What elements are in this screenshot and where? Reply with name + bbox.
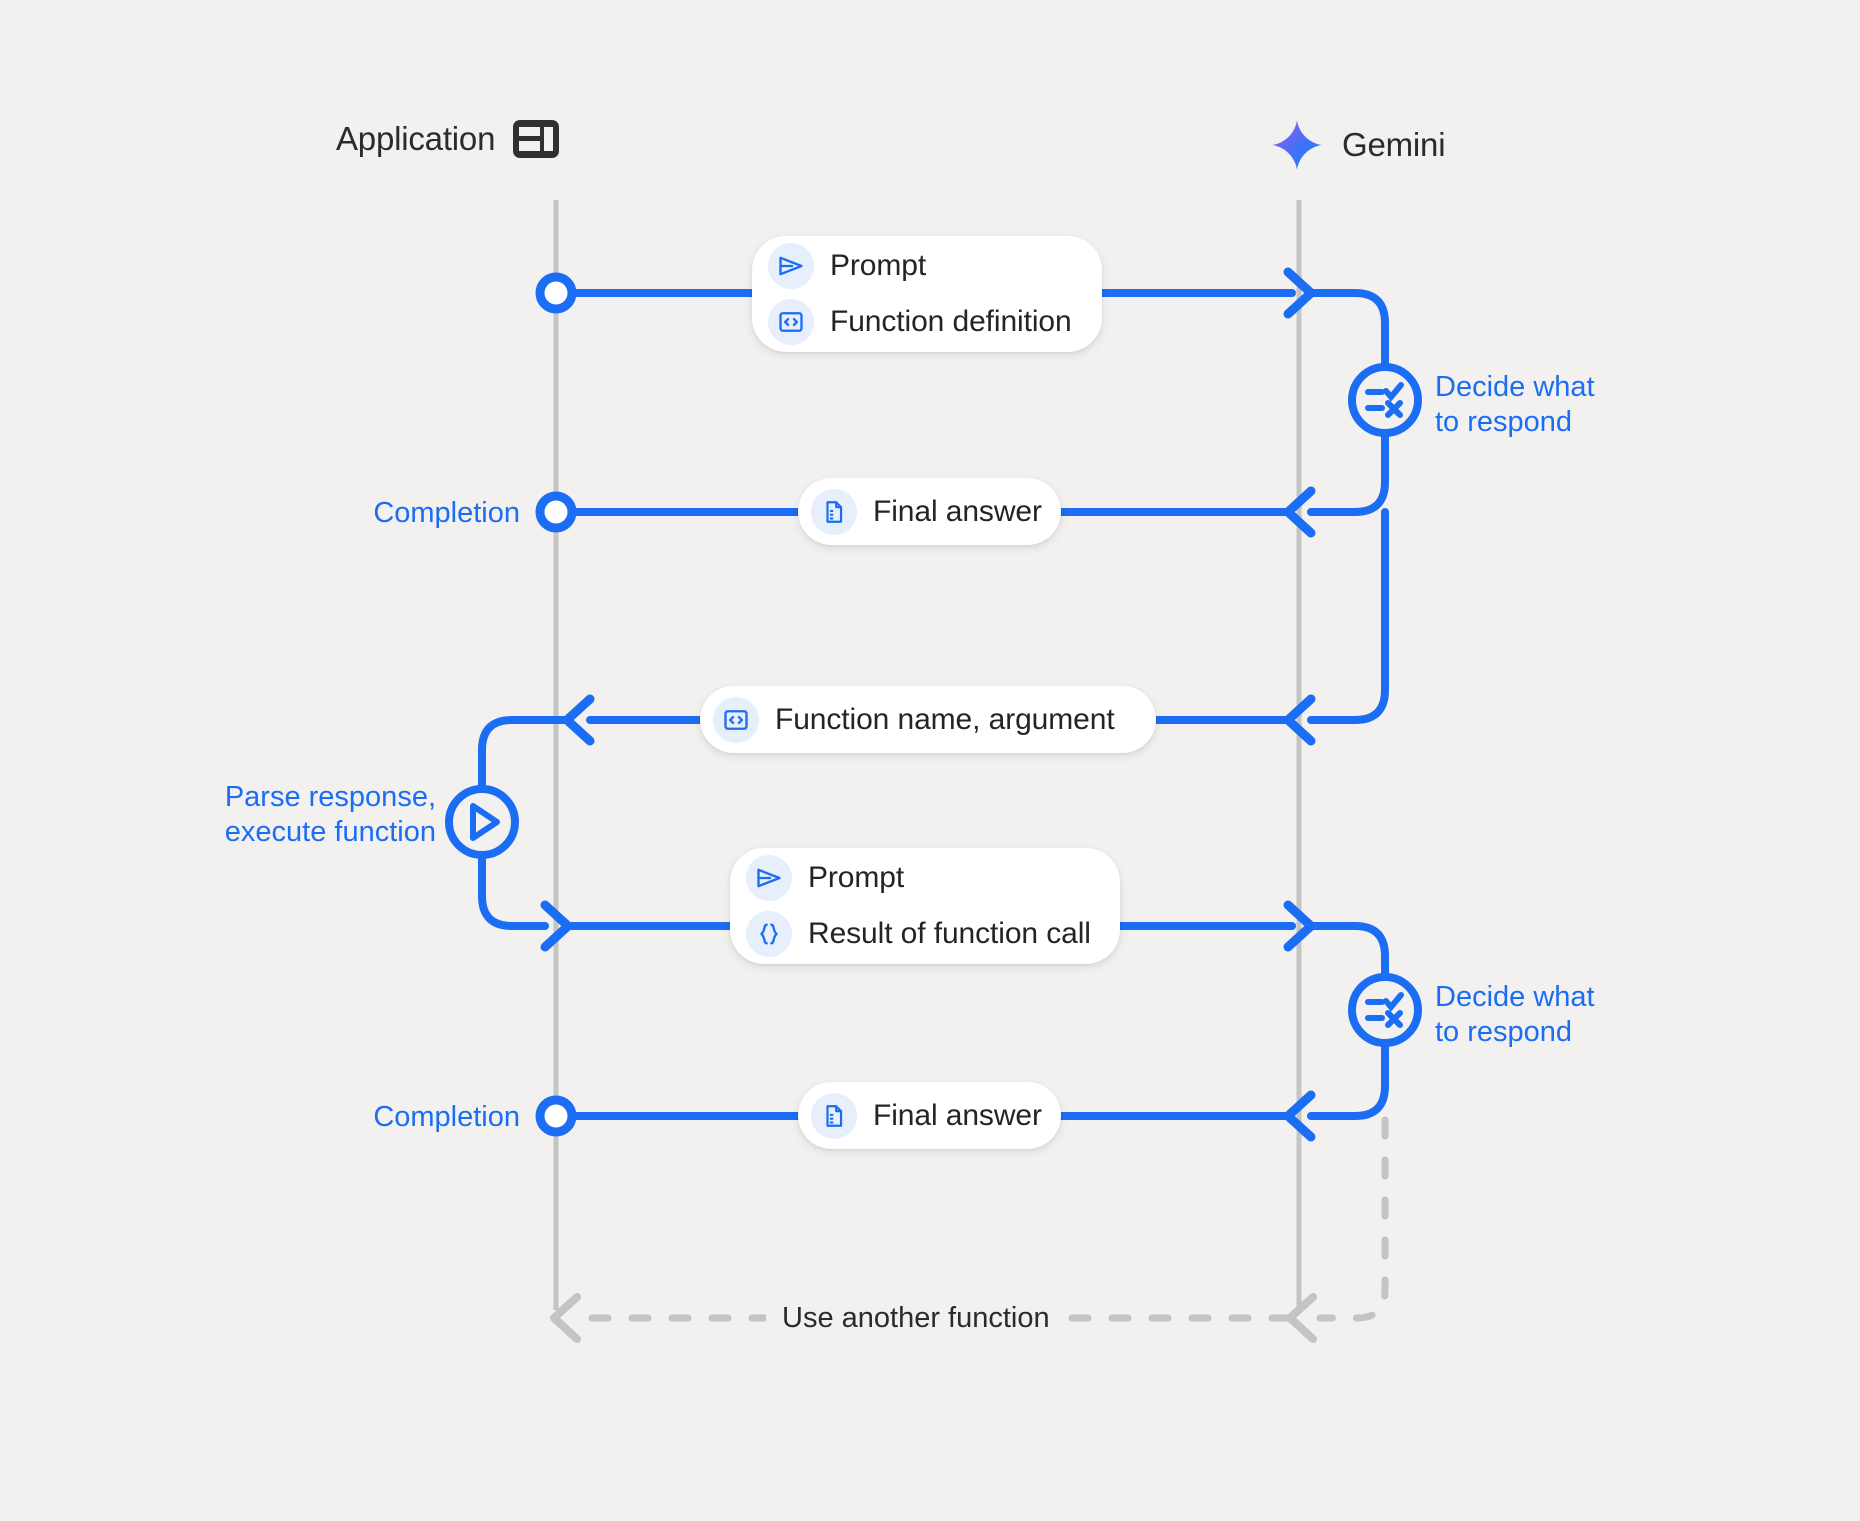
bubble-row: Final answer	[811, 488, 1042, 535]
bubble-row: Prompt	[746, 855, 1090, 901]
document-icon	[811, 1092, 857, 1139]
send-icon	[768, 243, 814, 289]
message-bubble-final-answer-1: Final answer	[798, 478, 1061, 545]
endpoint-label-completion-2: Completion	[373, 1101, 520, 1133]
bubble-label: Final answer	[873, 494, 1042, 528]
code-brackets-icon	[768, 299, 814, 345]
flow-use-another-function	[572, 1116, 1389, 1322]
bubble-label: Function name, argument	[775, 702, 1115, 736]
node-label-decide-1: Decide what to respond	[1435, 371, 1595, 439]
endpoint-label-completion-1: Completion	[373, 497, 520, 529]
app-window-icon	[513, 120, 560, 158]
bubble-row: Function name, argument	[713, 696, 1122, 743]
node-parse-execute	[445, 785, 519, 859]
message-bubble-prompt-function-definition: Prompt Function definition	[752, 236, 1102, 352]
decision-checklist-icon	[1365, 382, 1404, 418]
bubble-row: Final answer	[811, 1092, 1042, 1139]
endpoint-completion-1	[535, 491, 577, 533]
bubble-label: Function definition	[830, 305, 1072, 338]
node-decide-1	[1348, 363, 1422, 437]
lane-label-application: Application	[336, 120, 496, 157]
bubble-row: Prompt	[768, 243, 1072, 289]
lane-header-gemini: Gemini	[1270, 118, 1446, 172]
decision-checklist-icon	[1365, 992, 1404, 1028]
message-bubble-prompt-result: Prompt Result of function call	[730, 848, 1120, 964]
flow-function-name-argument	[478, 508, 1389, 800]
document-icon	[811, 488, 857, 535]
bubble-label: Prompt	[830, 249, 927, 282]
bubble-label: Final answer	[873, 1098, 1042, 1132]
lane-header-application: Application	[336, 120, 560, 158]
code-brackets-icon	[713, 696, 759, 743]
node-decide-2	[1348, 973, 1422, 1047]
endpoint-start	[535, 272, 577, 314]
message-bubble-function-name-argument: Function name, argument	[700, 686, 1156, 753]
play-icon	[470, 803, 500, 841]
endpoint-completion-2	[535, 1095, 577, 1137]
gemini-sparkle-icon	[1272, 120, 1322, 170]
bubble-row: Result of function call	[746, 911, 1091, 957]
bubble-label: Result of function call	[808, 917, 1091, 950]
node-label-parse-execute: Parse response, execute function	[224, 781, 436, 849]
lane-label-gemini: Gemini	[1342, 126, 1446, 163]
node-label-decide-2: Decide what to respond	[1435, 981, 1595, 1049]
bubble-row: Function definition	[768, 299, 1072, 345]
send-icon	[746, 855, 792, 901]
loop-arrowheads	[550, 1293, 1317, 1343]
message-bubble-final-answer-2: Final answer	[798, 1082, 1061, 1149]
loop-label-use-another-function: Use another function	[766, 1302, 1066, 1335]
curly-braces-icon	[746, 911, 792, 957]
bubble-label: Prompt	[808, 861, 905, 894]
